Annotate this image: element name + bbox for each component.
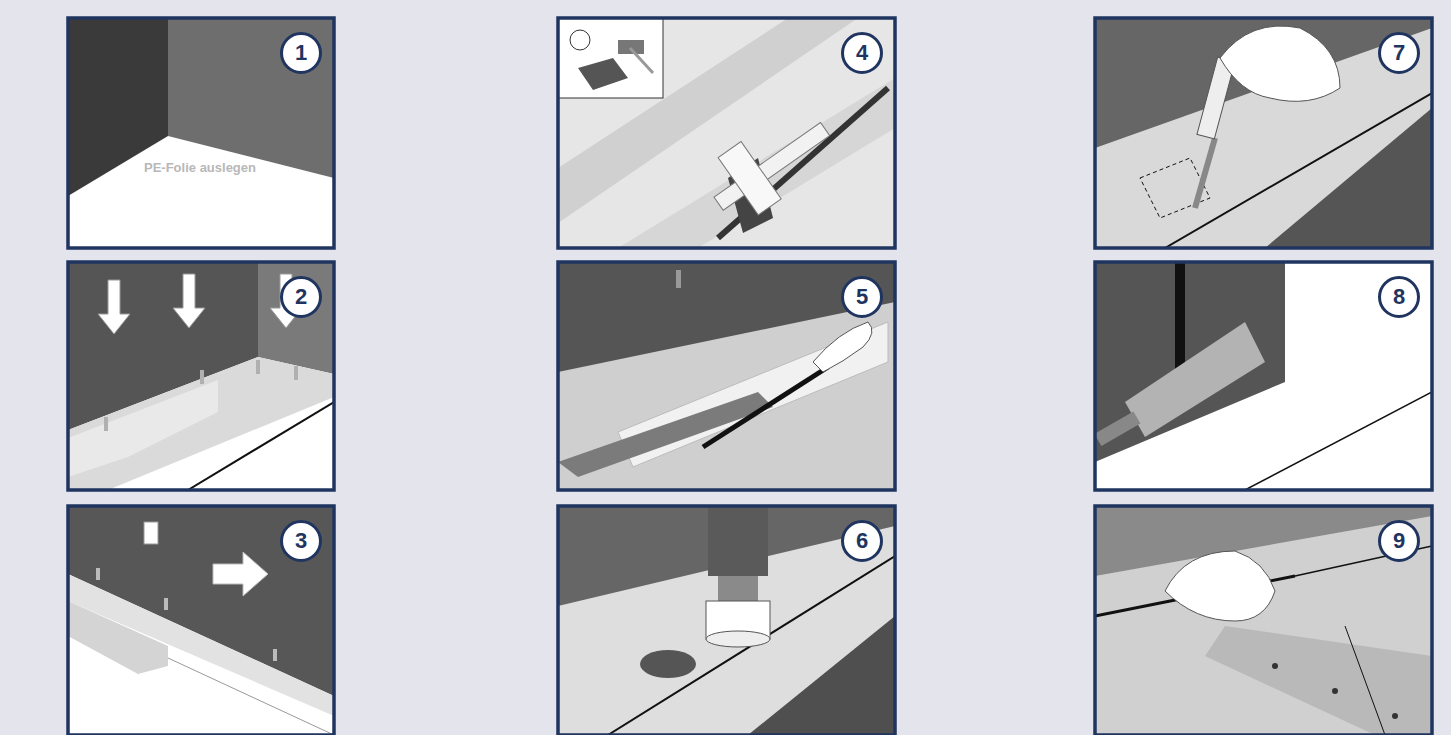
panel-art — [558, 262, 895, 490]
callout-number: 7 — [1378, 32, 1420, 74]
panel-art — [68, 262, 334, 490]
callout-number: 4 — [841, 32, 883, 74]
callout-number: 6 — [841, 520, 883, 562]
callout-number: 3 — [280, 520, 322, 562]
step-number: 2 — [295, 286, 307, 308]
callout-number: 5 — [841, 276, 883, 318]
panel-art — [68, 506, 334, 735]
panel-art — [558, 506, 895, 735]
panel-art — [1094, 262, 1432, 490]
panel-frame — [68, 18, 1432, 735]
step-number: 8 — [1393, 286, 1405, 308]
callout-number: 8 — [1378, 276, 1420, 318]
step-number: 1 — [295, 42, 307, 64]
step-number: 3 — [295, 530, 307, 552]
callout-number: 9 — [1378, 520, 1420, 562]
panel-art — [1095, 506, 1432, 735]
step-number: 4 — [856, 42, 868, 64]
panel-art — [1095, 18, 1432, 248]
callout-number: 1 — [280, 32, 322, 74]
callout-number: 2 — [280, 276, 322, 318]
step-number: 9 — [1393, 530, 1405, 552]
step-number: 5 — [856, 286, 868, 308]
step-number: 7 — [1393, 42, 1405, 64]
step-number: 6 — [856, 530, 868, 552]
instruction-note: PE-Folie auslegen — [144, 160, 256, 175]
panel-art — [558, 18, 895, 248]
panel-art — [68, 18, 334, 248]
